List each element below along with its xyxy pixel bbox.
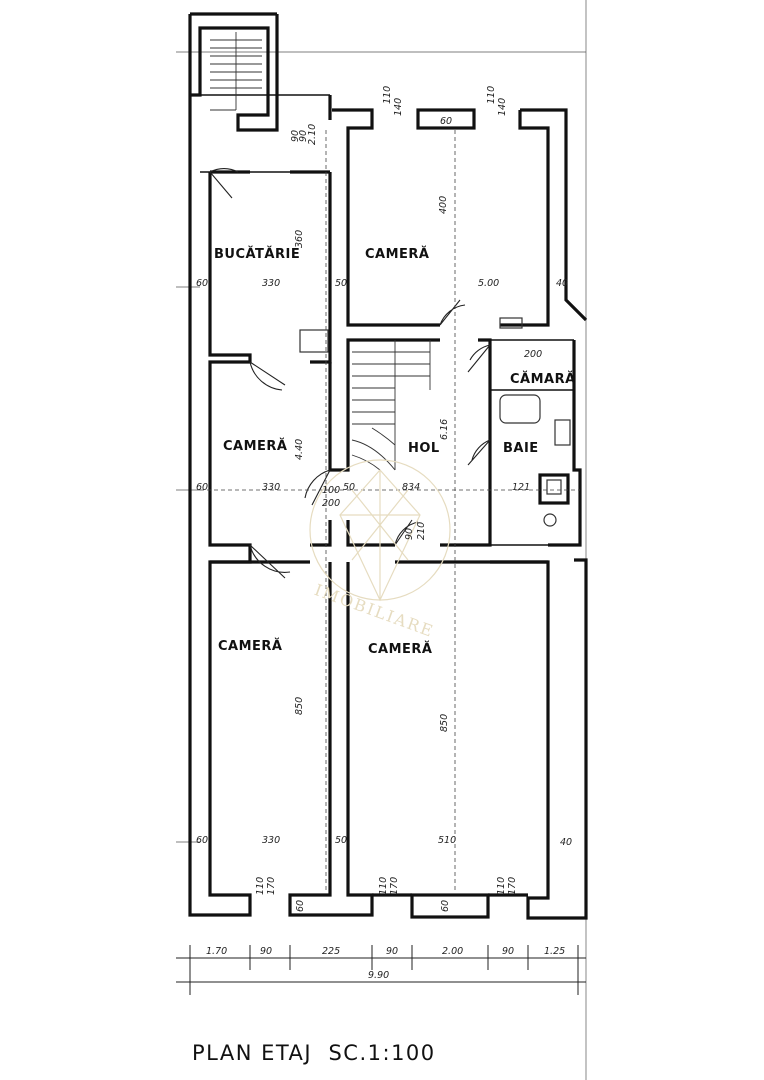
dim-mid-room-height: 4.40 bbox=[294, 439, 305, 460]
dim-wall-50-c: 50 bbox=[335, 835, 347, 846]
dim-bottom-window-170b: 170 bbox=[389, 877, 400, 895]
chain-seg-6: 90 bbox=[502, 946, 514, 957]
dimension-chain: 1.70 90 225 90 2.00 90 1.25 9.90 bbox=[176, 945, 586, 995]
chain-seg-5: 2.00 bbox=[442, 946, 463, 957]
dim-stair-90a: 90 bbox=[290, 130, 301, 142]
dim-stair-90b: 90 bbox=[298, 130, 309, 142]
dim-top-window-right: 110 bbox=[486, 86, 497, 104]
dim-mid-room-width: 330 bbox=[262, 482, 280, 493]
dim-bottom-window-110c: 110 bbox=[496, 877, 507, 895]
dim-wall-right-b: 40 bbox=[560, 837, 572, 848]
chain-total: 9.90 bbox=[368, 970, 389, 981]
dim-top-window-center: 60 bbox=[440, 116, 452, 127]
dim-wall-50-a: 50 bbox=[335, 278, 347, 289]
dim-kitchen-height: 360 bbox=[294, 230, 305, 248]
stair-tower bbox=[210, 32, 262, 111]
dim-hall-height: 6.16 bbox=[439, 419, 450, 440]
dim-bottom-right-width: 510 bbox=[438, 835, 456, 846]
dim-bottom-window-60a: 60 bbox=[295, 900, 306, 912]
dim-door-90: 90 bbox=[404, 528, 415, 540]
dim-bottom-window-170c: 170 bbox=[507, 877, 518, 895]
dim-top-window-right-h: 140 bbox=[497, 98, 508, 116]
dim-bottom-right-height: 850 bbox=[439, 714, 450, 732]
room-label-hall: HOL bbox=[408, 441, 440, 456]
room-label-room-top: CAMERĂ bbox=[365, 246, 430, 262]
room-label-pantry: CĂMARĂ bbox=[510, 371, 576, 387]
door-swings bbox=[209, 168, 491, 579]
chain-seg-1: 1.70 bbox=[206, 946, 227, 957]
dim-bottom-left-width: 330 bbox=[262, 835, 280, 846]
dim-top-window-left: 110 bbox=[382, 86, 393, 104]
dim-top-room-width: 5.00 bbox=[478, 278, 499, 289]
chain-seg-2: 90 bbox=[260, 946, 272, 957]
hall-staircase bbox=[351, 340, 431, 471]
dim-door-200a: 200 bbox=[322, 498, 340, 509]
dim-bottom-window-110a: 110 bbox=[255, 877, 266, 895]
room-label-bath: BAIE bbox=[503, 441, 539, 456]
room-label-room-bottom-left: CAMERĂ bbox=[218, 638, 283, 654]
chain-seg-3: 225 bbox=[322, 946, 340, 957]
dim-bottom-left-height: 850 bbox=[294, 697, 305, 715]
chain-seg-4: 90 bbox=[386, 946, 398, 957]
dim-top-room-height: 400 bbox=[438, 196, 449, 214]
room-label-room-bottom-right: CAMERĂ bbox=[368, 641, 433, 657]
dim-bottom-window-60b: 60 bbox=[440, 900, 451, 912]
chain-seg-7: 1.25 bbox=[544, 946, 565, 957]
dim-bottom-window-110b: 110 bbox=[378, 877, 389, 895]
dim-wall-left-a: 60 bbox=[196, 278, 208, 289]
dim-wall-right-a: 40 bbox=[556, 278, 568, 289]
dim-pantry-width: 200 bbox=[524, 349, 542, 360]
room-label-kitchen: BUCĂTĂRIE bbox=[214, 246, 300, 262]
dim-stair-210: 2.10 bbox=[307, 124, 318, 145]
dim-door-210: 210 bbox=[416, 522, 427, 540]
dim-hall-width: 834 bbox=[402, 482, 420, 493]
dim-bottom-window-170a: 170 bbox=[266, 877, 277, 895]
dim-top-window-left-h: 140 bbox=[393, 98, 404, 116]
bathroom-fixtures bbox=[299, 317, 571, 527]
dim-hall-wall: 50 bbox=[343, 482, 355, 493]
dim-wall-left-b: 60 bbox=[196, 482, 208, 493]
plan-title: PLAN ETAJ SC.1:100 bbox=[192, 1041, 436, 1065]
room-label-room-middle: CAMERĂ bbox=[223, 438, 288, 454]
dim-kitchen-width: 330 bbox=[262, 278, 280, 289]
dim-bath-width: 121 bbox=[512, 482, 530, 493]
dim-wall-left-c: 60 bbox=[196, 835, 208, 846]
dim-door-100a: 100 bbox=[322, 485, 340, 496]
outer-walls bbox=[188, 12, 588, 920]
dimension-labels: 330 360 5.00 400 110 140 110 140 60 60 5… bbox=[196, 86, 572, 912]
